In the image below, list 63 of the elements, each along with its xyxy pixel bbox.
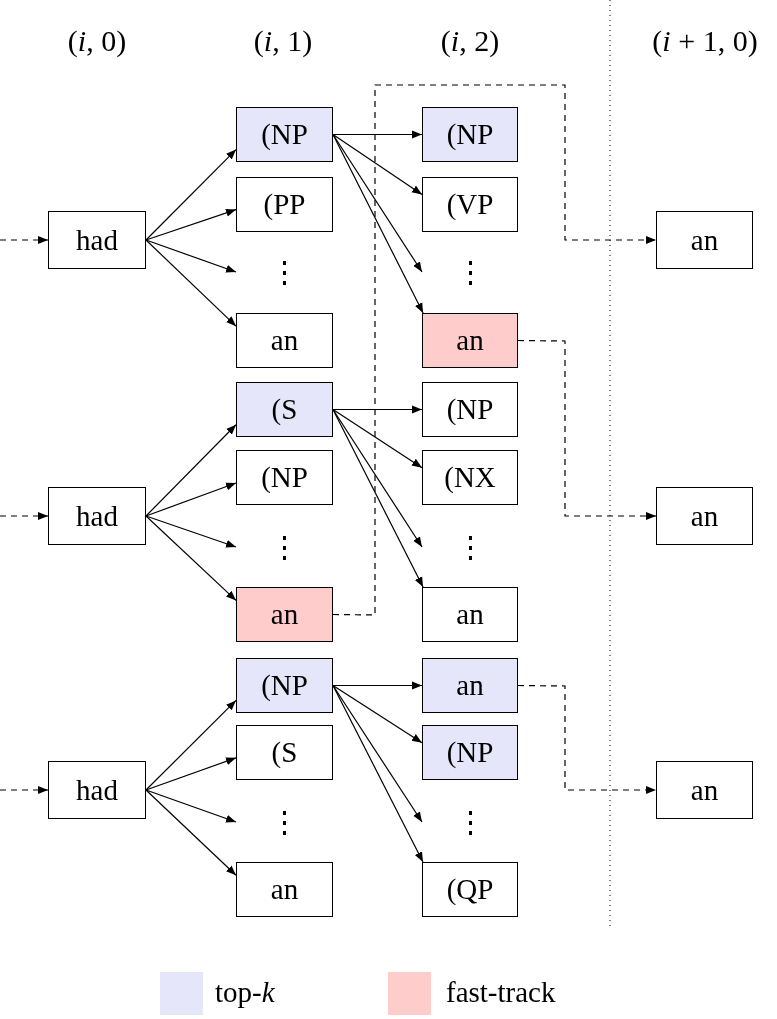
- ellipsis: ⋮: [236, 802, 333, 842]
- token-box: (S: [236, 725, 333, 780]
- token-box: had: [48, 211, 146, 269]
- arrow: [332, 408, 423, 469]
- token-box: had: [48, 487, 146, 545]
- token-box: an: [656, 211, 753, 269]
- arrow: [145, 239, 237, 273]
- token-box: (NP: [422, 107, 518, 162]
- token-box: an: [422, 658, 518, 713]
- arrow: [332, 405, 423, 414]
- legend-label: fast-track: [446, 976, 556, 1009]
- arrow: [145, 789, 237, 823]
- arrow: [517, 684, 657, 794]
- token-box: (VP: [422, 177, 518, 232]
- arrow: [0, 786, 49, 794]
- arrow: [145, 699, 237, 791]
- arrow: [517, 339, 657, 520]
- token-box: (NP: [236, 450, 333, 505]
- token-box: (S: [236, 382, 333, 437]
- token-box: (QP: [422, 862, 518, 917]
- token-box: (NP: [236, 107, 333, 162]
- token-box: an: [236, 313, 333, 368]
- arrow: [145, 789, 237, 876]
- token-box: an: [422, 587, 518, 642]
- token-box: an: [422, 313, 518, 368]
- arrow: [145, 239, 237, 327]
- ellipsis: ⋮: [236, 527, 333, 567]
- token-box: an: [236, 587, 333, 642]
- arrow: [145, 208, 237, 241]
- ellipsis: ⋮: [422, 527, 518, 567]
- arrow: [332, 84, 657, 616]
- ellipsis: ⋮: [422, 252, 518, 292]
- token-box: (PP: [236, 177, 333, 232]
- token-box: (NP: [236, 658, 333, 713]
- arrow: [332, 133, 423, 195]
- column-header: (i + 1, 0): [652, 24, 758, 58]
- token-box: (NP: [422, 725, 518, 780]
- arrow: [332, 408, 424, 588]
- column-header: (i, 1): [253, 24, 313, 58]
- arrow: [145, 757, 237, 791]
- column-header: (i, 0): [67, 24, 127, 58]
- arrow: [332, 130, 423, 139]
- arrow: [145, 482, 237, 517]
- arrow: [145, 424, 237, 517]
- token-box: an: [656, 761, 753, 819]
- ellipsis: ⋮: [236, 252, 333, 292]
- arrow: [332, 684, 424, 863]
- arrow: [145, 515, 237, 602]
- arrow: [0, 512, 49, 520]
- arrow: [0, 236, 49, 244]
- token-box: an: [236, 862, 333, 917]
- token-box: (NX: [422, 450, 518, 505]
- arrow: [332, 133, 424, 314]
- arrow: [145, 515, 237, 548]
- legend-label: top-k: [215, 976, 275, 1009]
- ellipsis: ⋮: [422, 802, 518, 842]
- token-box: an: [656, 487, 753, 545]
- arrow: [332, 681, 423, 690]
- arrow: [332, 684, 423, 744]
- token-box: had: [48, 761, 146, 819]
- column-header: (i, 2): [440, 24, 500, 58]
- arrow: [145, 148, 237, 241]
- token-box: (NP: [422, 382, 518, 437]
